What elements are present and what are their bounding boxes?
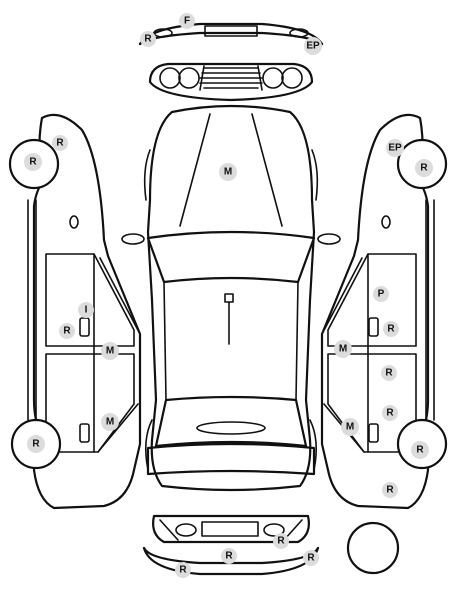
car-top-view [121, 104, 341, 492]
badge-right-rear-wheel[interactable]: R [411, 441, 429, 459]
badge-rear-bumper-4[interactable]: R [175, 562, 191, 578]
svg-text:M: M [346, 422, 354, 433]
badge-rear-bumper-1[interactable]: R [273, 533, 289, 549]
badge-left-front-door-i[interactable]: I [78, 302, 94, 318]
svg-text:R: R [277, 536, 285, 547]
badge-right-front-wheel[interactable]: R [415, 159, 433, 177]
badge-front-bumper-right[interactable]: EP [304, 37, 322, 55]
badge-left-front-door-r[interactable]: R [59, 323, 75, 339]
svg-text:R: R [29, 157, 37, 168]
svg-text:EP: EP [388, 143, 402, 154]
badge-right-rear-door-top[interactable]: R [381, 365, 397, 381]
front-view [148, 62, 314, 102]
spare-wheel [346, 521, 400, 575]
svg-text:R: R [144, 34, 152, 45]
badge-left-rear-wheel[interactable]: R [27, 435, 45, 453]
badge-right-front-door-r[interactable]: R [383, 321, 399, 337]
svg-text:R: R [63, 326, 71, 337]
badge-left-front-fender[interactable]: R [52, 135, 68, 151]
svg-text:M: M [106, 346, 114, 357]
badge-rear-bumper-2[interactable]: R [221, 548, 237, 564]
badge-left-rear-door[interactable]: M [101, 413, 119, 431]
badge-right-door-seam[interactable]: M [334, 340, 352, 358]
svg-text:M: M [339, 344, 347, 355]
svg-text:M: M [224, 167, 232, 178]
svg-text:I: I [85, 305, 88, 316]
svg-text:R: R [225, 551, 233, 562]
svg-text:R: R [386, 408, 394, 419]
badge-right-front-door-p[interactable]: P [373, 286, 389, 302]
badge-front-bumper-top[interactable]: F [179, 13, 195, 29]
badge-right-rear-door-m[interactable]: M [341, 418, 359, 436]
svg-text:R: R [56, 138, 64, 149]
badge-left-front-wheel[interactable]: R [24, 153, 42, 171]
badge-hood[interactable]: M [219, 163, 237, 181]
svg-text:R: R [385, 368, 393, 379]
front-bumper [138, 22, 324, 46]
badge-right-rear-door-mid[interactable]: R [382, 405, 398, 421]
svg-text:R: R [307, 553, 315, 564]
svg-text:P: P [378, 289, 385, 300]
svg-text:R: R [179, 565, 187, 576]
badge-rear-bumper-3[interactable]: R [303, 550, 319, 566]
svg-text:M: M [106, 417, 114, 428]
svg-text:R: R [32, 439, 40, 450]
svg-text:F: F [184, 16, 190, 27]
svg-text:R: R [386, 485, 394, 496]
svg-text:EP: EP [306, 41, 320, 52]
badge-right-rear-quarter[interactable]: R [382, 482, 398, 498]
badge-right-front-fender[interactable]: EP [386, 139, 404, 157]
rear-view [152, 514, 310, 544]
badge-left-door-seam[interactable]: M [101, 342, 119, 360]
svg-text:R: R [387, 324, 395, 335]
svg-text:R: R [416, 445, 424, 456]
badge-front-bumper-left[interactable]: R [140, 31, 156, 47]
svg-text:R: R [420, 163, 428, 174]
